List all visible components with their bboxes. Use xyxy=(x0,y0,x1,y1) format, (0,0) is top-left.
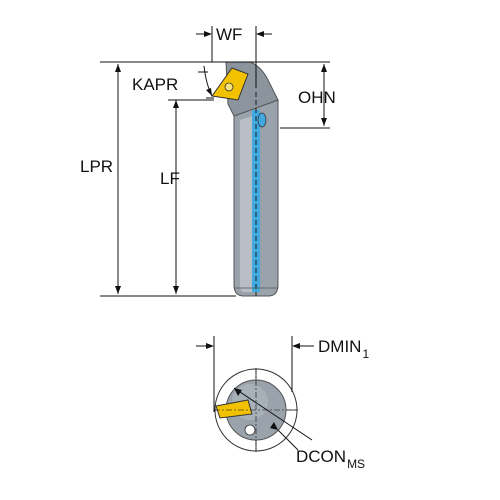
tool-side-view xyxy=(211,61,279,297)
dmin-label-subscript: 1 xyxy=(362,347,369,361)
end-view-insert xyxy=(215,399,253,419)
dcon-lower-arrow xyxy=(270,422,278,430)
ohn-label: OHN xyxy=(298,88,336,107)
coolant-outlet xyxy=(257,112,267,128)
kapr-label: KAPR xyxy=(132,75,178,94)
side-view-dimensions xyxy=(100,26,330,297)
dcon-label-base: DCON xyxy=(296,447,346,466)
dmin-left-arrow xyxy=(206,343,214,349)
lpr-top-arrow xyxy=(115,64,121,72)
wf-label: WF xyxy=(216,25,242,44)
lf-top-arrow xyxy=(173,100,179,108)
dcon-leader xyxy=(277,429,299,451)
ohn-top-arrow xyxy=(321,64,327,72)
ohn-bottom-arrow xyxy=(321,118,327,126)
wf-right-arrow xyxy=(256,31,264,37)
dcon-label: DCONMS xyxy=(296,447,365,471)
dcon-label-subscript: MS xyxy=(347,457,365,471)
lpr-bottom-arrow xyxy=(115,286,121,294)
lf-label: LF xyxy=(160,169,180,188)
dmin-label-base: DMIN xyxy=(318,337,361,356)
dmin-right-arrow xyxy=(292,343,300,349)
wf-left-arrow xyxy=(204,31,212,37)
dcon-dimension-line xyxy=(233,387,313,441)
end-view-dimensions xyxy=(196,336,314,451)
insert-screw xyxy=(224,82,234,92)
kapr-arrow xyxy=(206,88,212,96)
tool-end-view xyxy=(214,368,298,452)
lf-bottom-arrow xyxy=(173,286,179,294)
shank-highlight xyxy=(240,116,252,292)
lpr-label: LPR xyxy=(80,157,113,176)
dmin-label: DMIN1 xyxy=(318,337,369,361)
dcon-upper-arrow xyxy=(234,388,242,396)
end-view-coolant-hole xyxy=(244,424,256,436)
